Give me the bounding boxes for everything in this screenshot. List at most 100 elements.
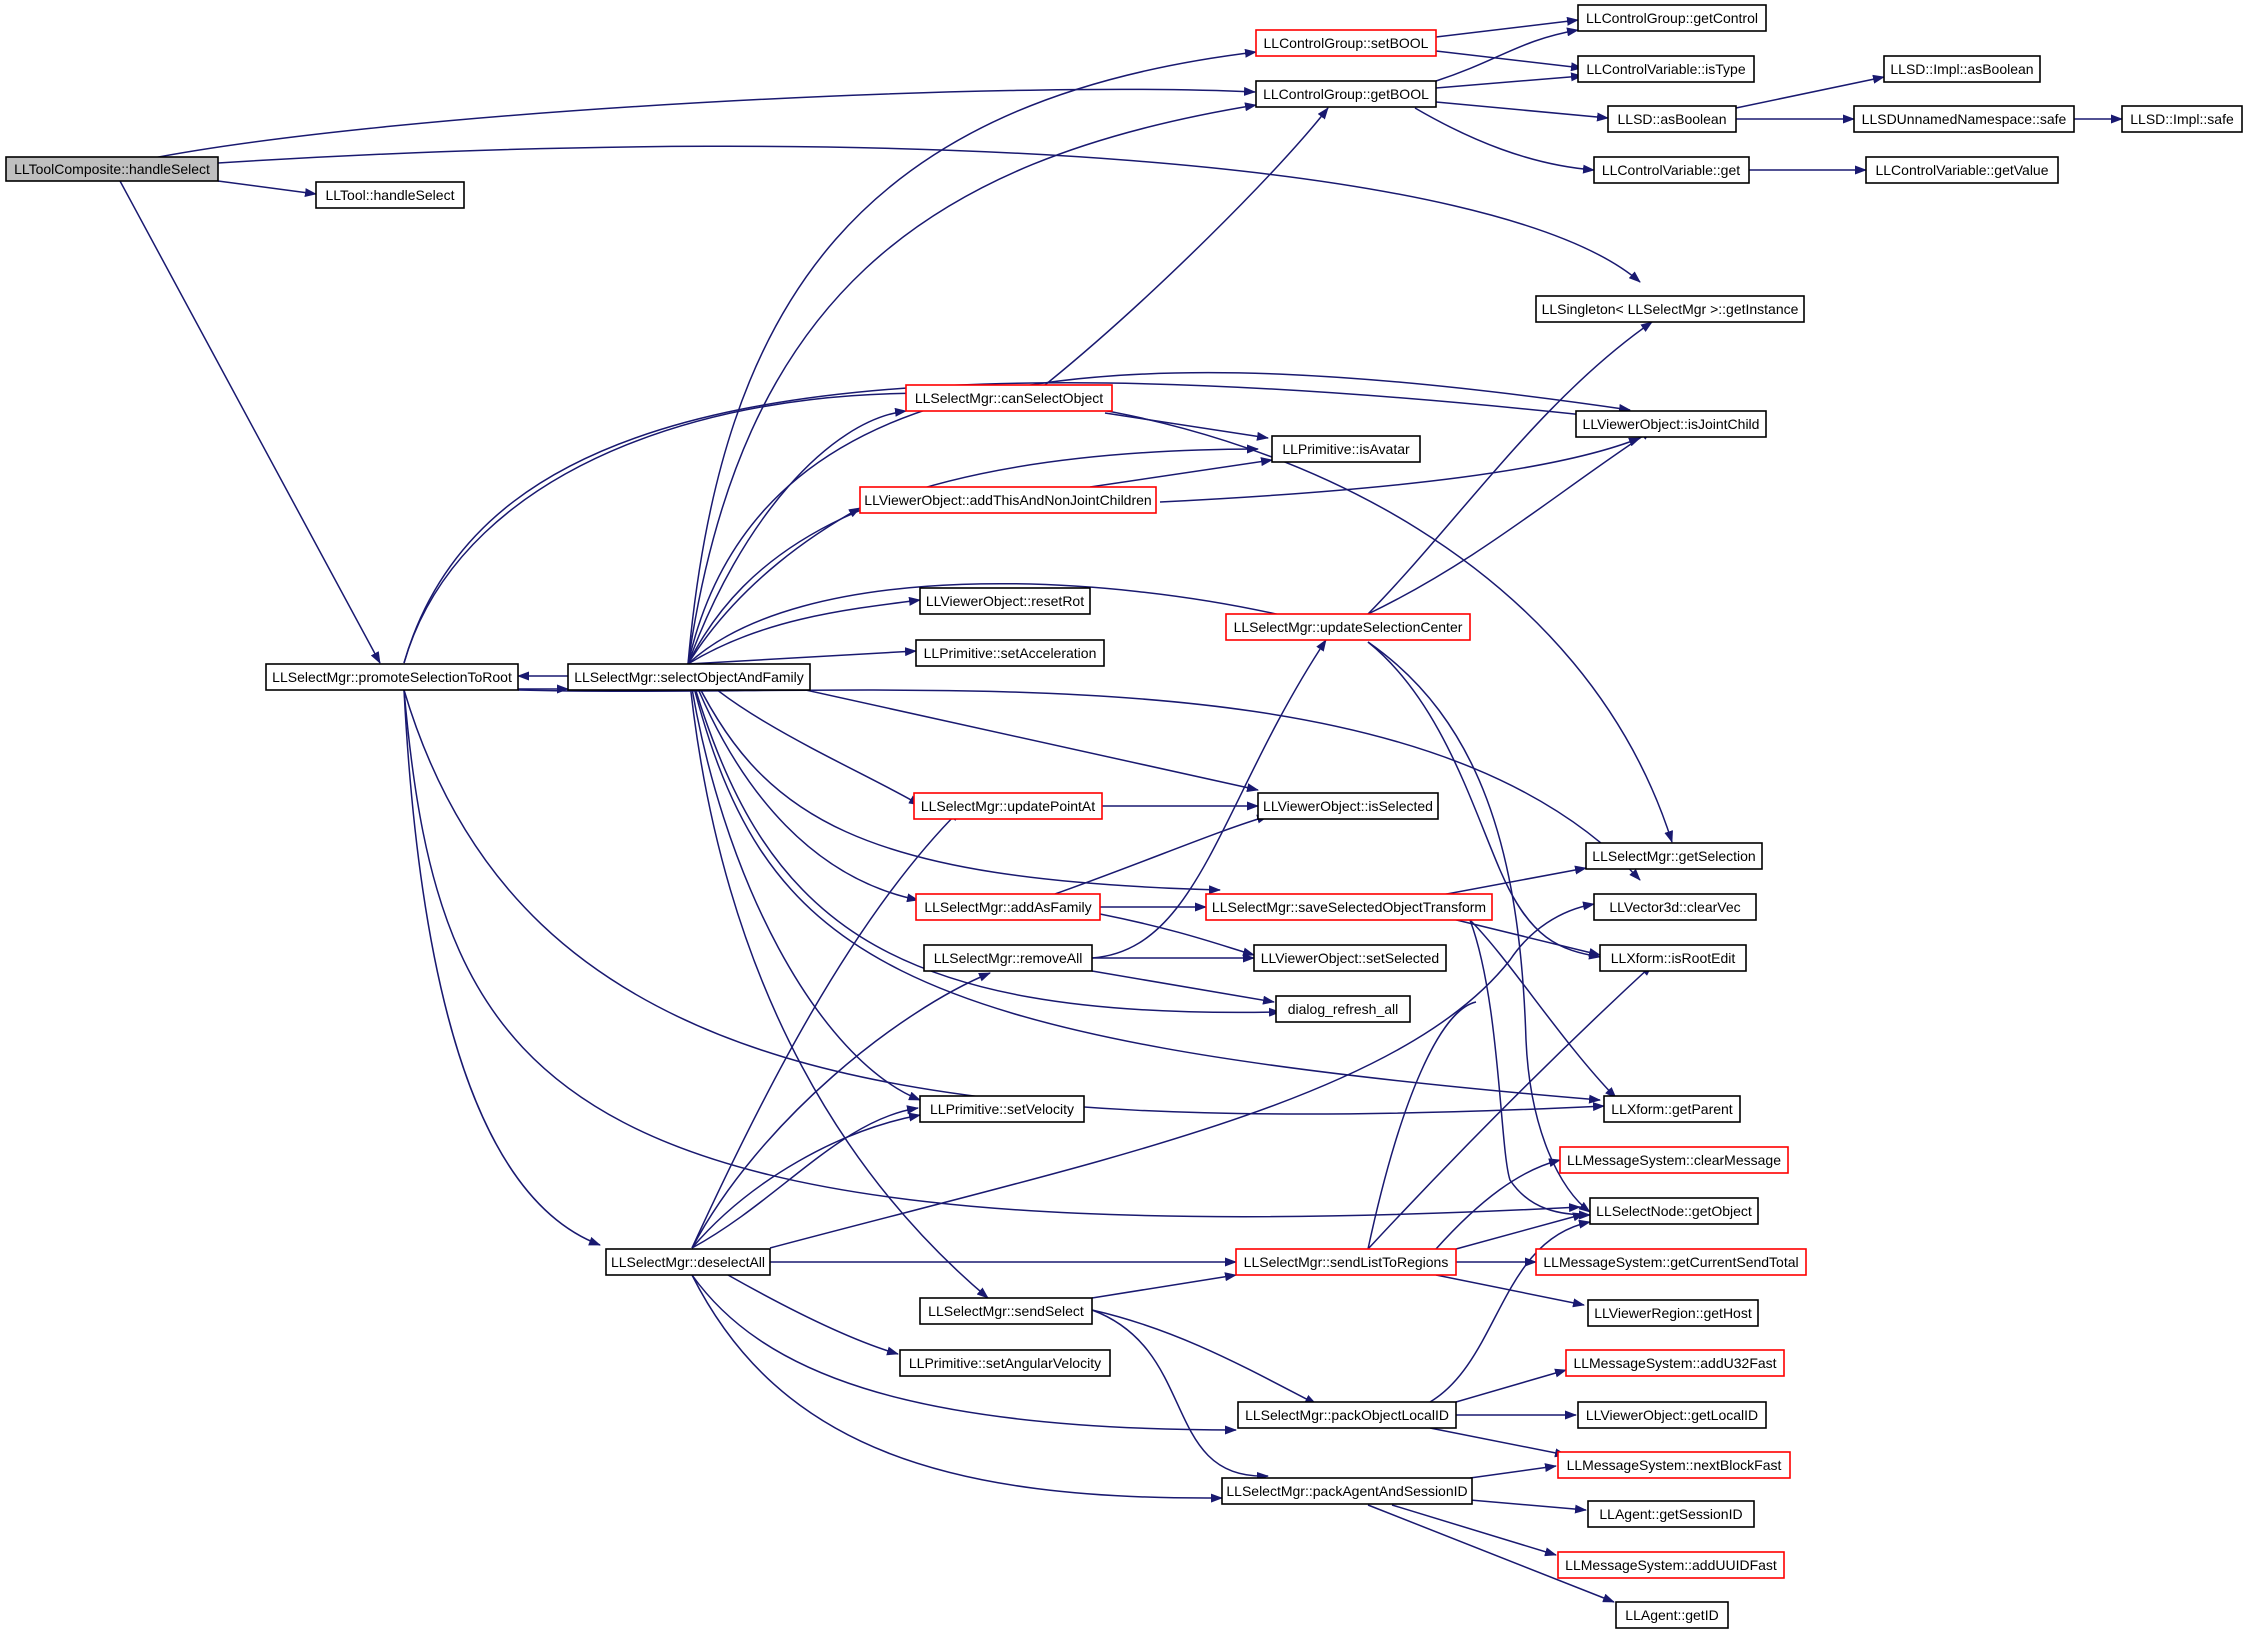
node-ms-addu32fast[interactable]: LLMessageSystem::addU32Fast xyxy=(1565,1349,1785,1377)
node-cg-getcontrol[interactable]: LLControlGroup::getControl xyxy=(1577,4,1767,32)
node-label: LLSelectMgr::sendSelect xyxy=(928,1303,1084,1319)
node-xf-getparent[interactable]: LLXform::getParent xyxy=(1603,1095,1741,1123)
node-label: LLViewerObject::isJointChild xyxy=(1583,416,1760,432)
node-label: LLMessageSystem::addUUIDFast xyxy=(1565,1557,1777,1573)
node-llsd-asboolean[interactable]: LLSD::asBoolean xyxy=(1607,105,1737,133)
edge xyxy=(1455,1212,1585,1250)
node-label: LLControlVariable::isType xyxy=(1586,61,1745,77)
node-sm-updateselectioncenter[interactable]: LLSelectMgr::updateSelectionCenter xyxy=(1225,613,1471,641)
node-sm-saveselectedobjecttransform[interactable]: LLSelectMgr::saveSelectedObjectTransform xyxy=(1205,893,1493,921)
node-box xyxy=(1587,1299,1759,1327)
edge xyxy=(1469,919,1591,1220)
node-prim-setangularvelocity[interactable]: LLPrimitive::setAngularVelocity xyxy=(899,1349,1111,1377)
node-ag-getid[interactable]: LLAgent::getID xyxy=(1615,1601,1729,1629)
edge xyxy=(1414,107,1595,174)
edge xyxy=(687,663,919,903)
edge xyxy=(1159,437,1641,503)
edge xyxy=(1367,965,1652,1250)
edge xyxy=(403,382,1631,664)
edge xyxy=(1435,72,1583,89)
node-root[interactable]: LLToolComposite::handleSelect xyxy=(5,156,219,182)
node-sm-packobjectlocalid[interactable]: LLSelectMgr::packObjectLocalID xyxy=(1237,1401,1457,1429)
node-vr-gethost[interactable]: LLViewerRegion::getHost xyxy=(1587,1299,1759,1327)
node-cv-get[interactable]: LLControlVariable::get xyxy=(1593,156,1750,184)
node-label: LLSelectMgr::removeAll xyxy=(934,950,1083,966)
node-box xyxy=(919,587,1091,615)
node-box xyxy=(919,1095,1085,1123)
node-label: LLXform::isRootEdit xyxy=(1611,950,1736,966)
node-label: LLMessageSystem::addU32Fast xyxy=(1573,1355,1776,1371)
node-sm-selectobjectandfamily[interactable]: LLSelectMgr::selectObjectAndFamily xyxy=(567,663,811,691)
node-cg-getbool[interactable]: LLControlGroup::getBOOL xyxy=(1255,80,1437,108)
node-prim-isavatar[interactable]: LLPrimitive::isAvatar xyxy=(1271,435,1421,463)
edge xyxy=(687,507,861,665)
node-sm-getselection[interactable]: LLSelectMgr::getSelection xyxy=(1585,842,1763,870)
node-ms-nextblockfast[interactable]: LLMessageSystem::nextBlockFast xyxy=(1557,1451,1791,1479)
node-box xyxy=(905,384,1113,412)
node-sm-deselectall[interactable]: LLSelectMgr::deselectAll xyxy=(605,1248,771,1276)
node-xf-isrootedit[interactable]: LLXform::isRootEdit xyxy=(1599,944,1747,972)
edge xyxy=(1104,412,1269,441)
node-label: LLPrimitive::isAvatar xyxy=(1282,441,1410,457)
edge xyxy=(403,392,1673,843)
node-ms-clearmessage[interactable]: LLMessageSystem::clearMessage xyxy=(1559,1146,1789,1174)
node-sm-promoteselectiontoroot[interactable]: LLSelectMgr::promoteSelectionToRoot xyxy=(265,663,519,691)
node-cv-istype[interactable]: LLControlVariable::isType xyxy=(1577,55,1755,83)
node-label: LLMessageSystem::nextBlockFast xyxy=(1567,1457,1782,1473)
edge xyxy=(1429,1219,1591,1403)
node-box xyxy=(1257,792,1439,820)
node-impl-safe[interactable]: LLSD::Impl::safe xyxy=(2121,105,2243,133)
node-ag-getsessionid[interactable]: LLAgent::getSessionID xyxy=(1587,1500,1755,1528)
node-prim-setacceleration[interactable]: LLPrimitive::setAcceleration xyxy=(915,639,1105,667)
edge xyxy=(687,371,1631,665)
node-dialog-refresh-all[interactable]: dialog_refresh_all xyxy=(1275,995,1411,1023)
node-label: LLSelectMgr::promoteSelectionToRoot xyxy=(272,669,512,685)
edge xyxy=(1367,641,1591,1213)
node-box xyxy=(1577,55,1755,83)
node-tool-handleselect[interactable]: LLTool::handleSelect xyxy=(315,181,465,209)
node-label: LLSD::asBoolean xyxy=(1618,111,1727,127)
node-box xyxy=(1587,1500,1755,1528)
node-sm-addasfamily[interactable]: LLSelectMgr::addAsFamily xyxy=(915,893,1101,921)
edge xyxy=(687,583,1307,665)
edge xyxy=(691,1274,1237,1435)
node-box xyxy=(859,486,1157,514)
node-vo-isjointchild[interactable]: LLViewerObject::isJointChild xyxy=(1575,410,1767,438)
node-vo-addthis[interactable]: LLViewerObject::addThisAndNonJointChildr… xyxy=(859,486,1157,514)
node-vo-getlocalid[interactable]: LLViewerObject::getLocalID xyxy=(1577,1401,1767,1429)
node-label: LLAgent::getSessionID xyxy=(1599,1506,1742,1522)
node-label: LLControlGroup::setBOOL xyxy=(1264,35,1429,51)
node-cg-setbool[interactable]: LLControlGroup::setBOOL xyxy=(1255,29,1437,57)
node-box xyxy=(1615,1601,1729,1629)
node-sm-sendselect[interactable]: LLSelectMgr::sendSelect xyxy=(919,1297,1093,1325)
node-ms-adduuidfast[interactable]: LLMessageSystem::addUUIDFast xyxy=(1557,1551,1785,1579)
node-box xyxy=(1205,893,1493,921)
node-sm-sendlisttoregions[interactable]: LLSelectMgr::sendListToRegions xyxy=(1235,1248,1457,1276)
node-vo-resetrot[interactable]: LLViewerObject::resetRot xyxy=(919,587,1091,615)
node-label: LLControlVariable::getValue xyxy=(1875,162,2048,178)
node-box xyxy=(1603,1095,1741,1123)
node-cv-getvalue[interactable]: LLControlVariable::getValue xyxy=(1865,156,2059,184)
edge xyxy=(1367,321,1653,615)
node-label: LLViewerRegion::getHost xyxy=(1594,1305,1752,1321)
node-vo-setselected[interactable]: LLViewerObject::setSelected xyxy=(1253,944,1447,972)
node-v3-clearvec[interactable]: LLVector3d::clearVec xyxy=(1593,893,1757,921)
node-unnamed-safe[interactable]: LLSDUnnamedNamespace::safe xyxy=(1853,105,2075,133)
node-vo-isselected[interactable]: LLViewerObject::isSelected xyxy=(1257,792,1439,820)
node-sm-canselectobject[interactable]: LLSelectMgr::canSelectObject xyxy=(905,384,1113,412)
node-sn-getobject[interactable]: LLSelectNode::getObject xyxy=(1589,1197,1759,1225)
node-prim-setvelocity[interactable]: LLPrimitive::setVelocity xyxy=(919,1095,1085,1123)
node-impl-asboolean[interactable]: LLSD::Impl::asBoolean xyxy=(1883,55,2041,83)
node-box xyxy=(265,663,519,691)
node-label: LLSD::Impl::asBoolean xyxy=(1890,61,2033,77)
node-sm-updatepointat[interactable]: LLSelectMgr::updatePointAt xyxy=(913,792,1103,820)
node-sm-packagentandsessionid[interactable]: LLSelectMgr::packAgentAndSessionID xyxy=(1221,1477,1473,1505)
node-label: LLViewerObject::addThisAndNonJointChildr… xyxy=(864,492,1151,508)
node-singleton-getinstance[interactable]: LLSingleton< LLSelectMgr >::getInstance xyxy=(1535,295,1805,323)
node-ms-getcurrentsendtotal[interactable]: LLMessageSystem::getCurrentSendTotal xyxy=(1535,1248,1807,1276)
node-box xyxy=(1607,105,1737,133)
node-box xyxy=(5,156,219,182)
node-sm-removeall[interactable]: LLSelectMgr::removeAll xyxy=(923,944,1093,972)
node-label: LLSelectNode::getObject xyxy=(1596,1203,1752,1219)
node-box xyxy=(1557,1551,1785,1579)
